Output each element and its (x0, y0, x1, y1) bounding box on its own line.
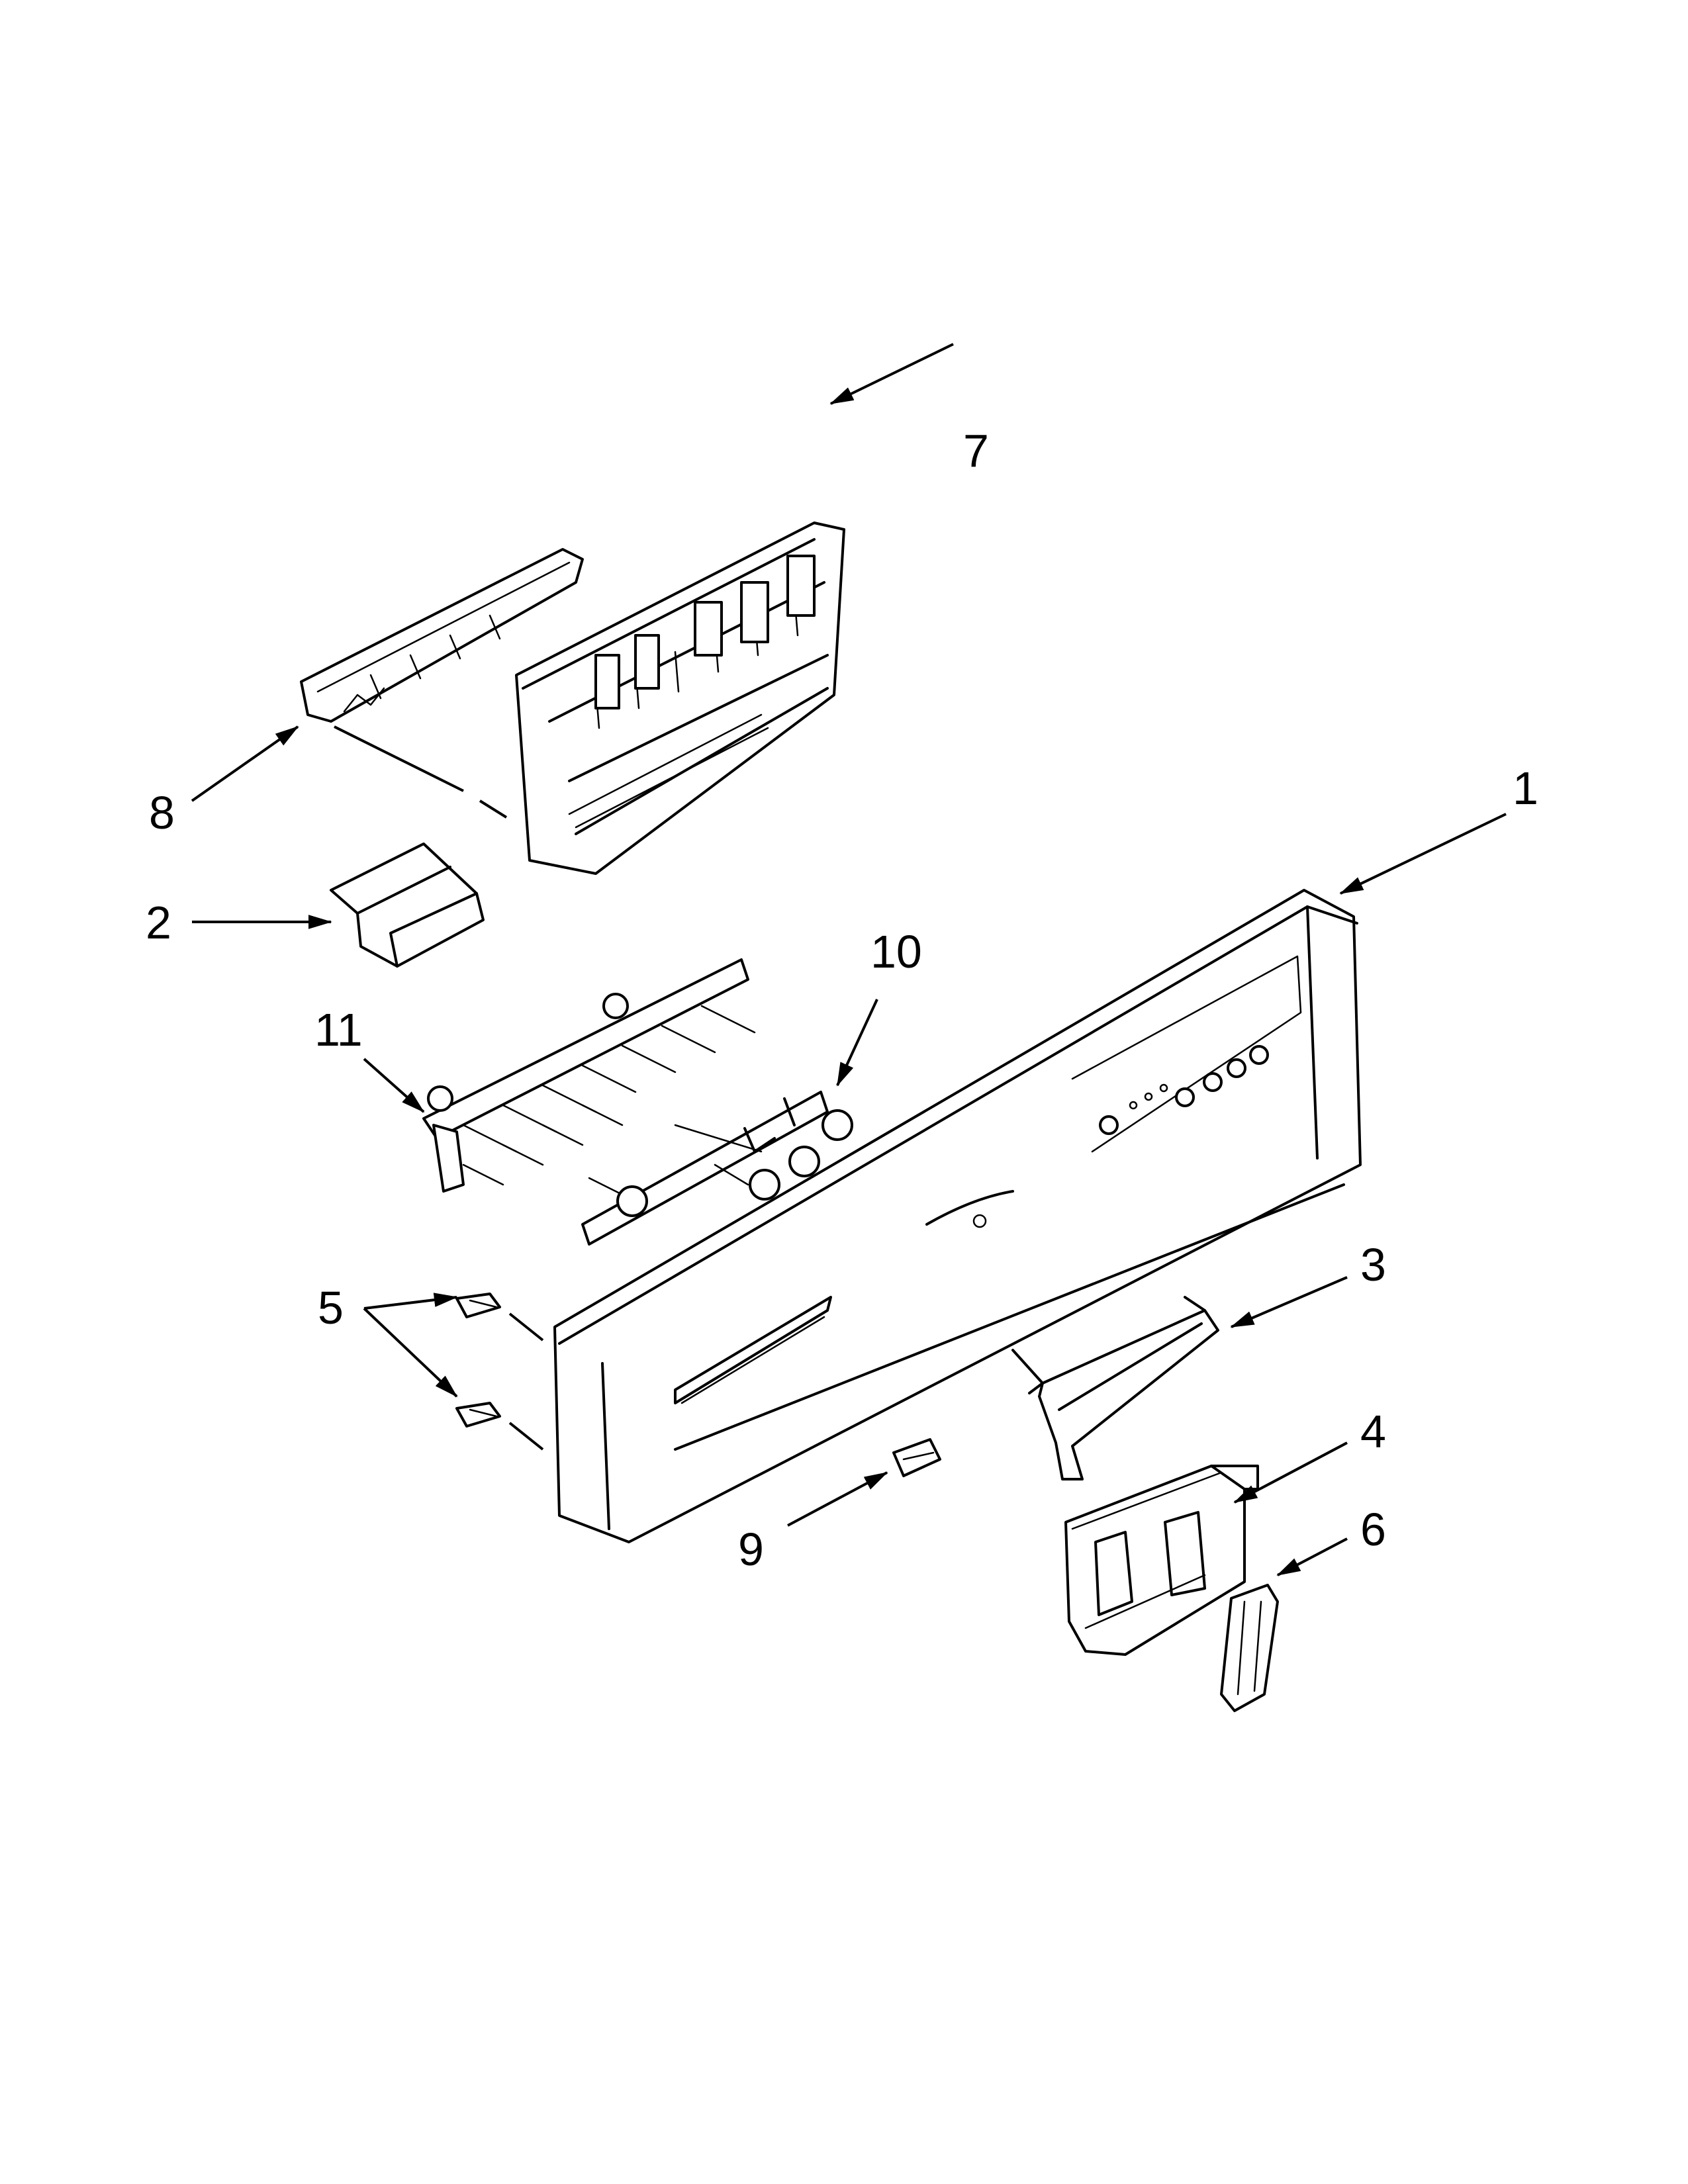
callout-2: 2 (146, 897, 171, 948)
callout-3: 3 (1360, 1239, 1386, 1291)
callout-6: 6 (1360, 1504, 1386, 1555)
leader-4 (1233, 1441, 1348, 1504)
control-panel-console-part (553, 889, 1362, 1543)
callout-8: 8 (149, 787, 175, 839)
switch-part (892, 1438, 941, 1477)
push-buttons-part (581, 1091, 853, 1246)
leader-1 (1339, 813, 1507, 895)
leader-5b (363, 1307, 458, 1398)
callout-7: 7 (963, 425, 989, 477)
leader-5a (363, 1293, 458, 1310)
screws-part (455, 1293, 544, 1451)
callout-4: 4 (1360, 1406, 1386, 1457)
switch-actuator-bar-part (422, 958, 756, 1193)
leader-11 (363, 1058, 425, 1113)
leader-8 (191, 725, 299, 802)
leader-7 (829, 343, 954, 405)
control-board-part (515, 522, 845, 875)
callout-11: 11 (314, 1004, 363, 1056)
bracket-part (330, 842, 485, 968)
leader-9 (787, 1471, 888, 1527)
callout-5: 5 (318, 1282, 344, 1334)
callout-1: 1 (1513, 762, 1538, 814)
leader-6 (1276, 1537, 1348, 1576)
leader-10 (836, 999, 878, 1087)
callout-10: 10 (870, 926, 922, 978)
door-latch-part (1064, 1465, 1259, 1656)
latch-bracket-part (1011, 1296, 1219, 1480)
leader-3 (1230, 1276, 1348, 1328)
actuator-part (1220, 1584, 1279, 1712)
callout-9: 9 (738, 1524, 764, 1575)
terminal-strip-part (300, 548, 584, 723)
